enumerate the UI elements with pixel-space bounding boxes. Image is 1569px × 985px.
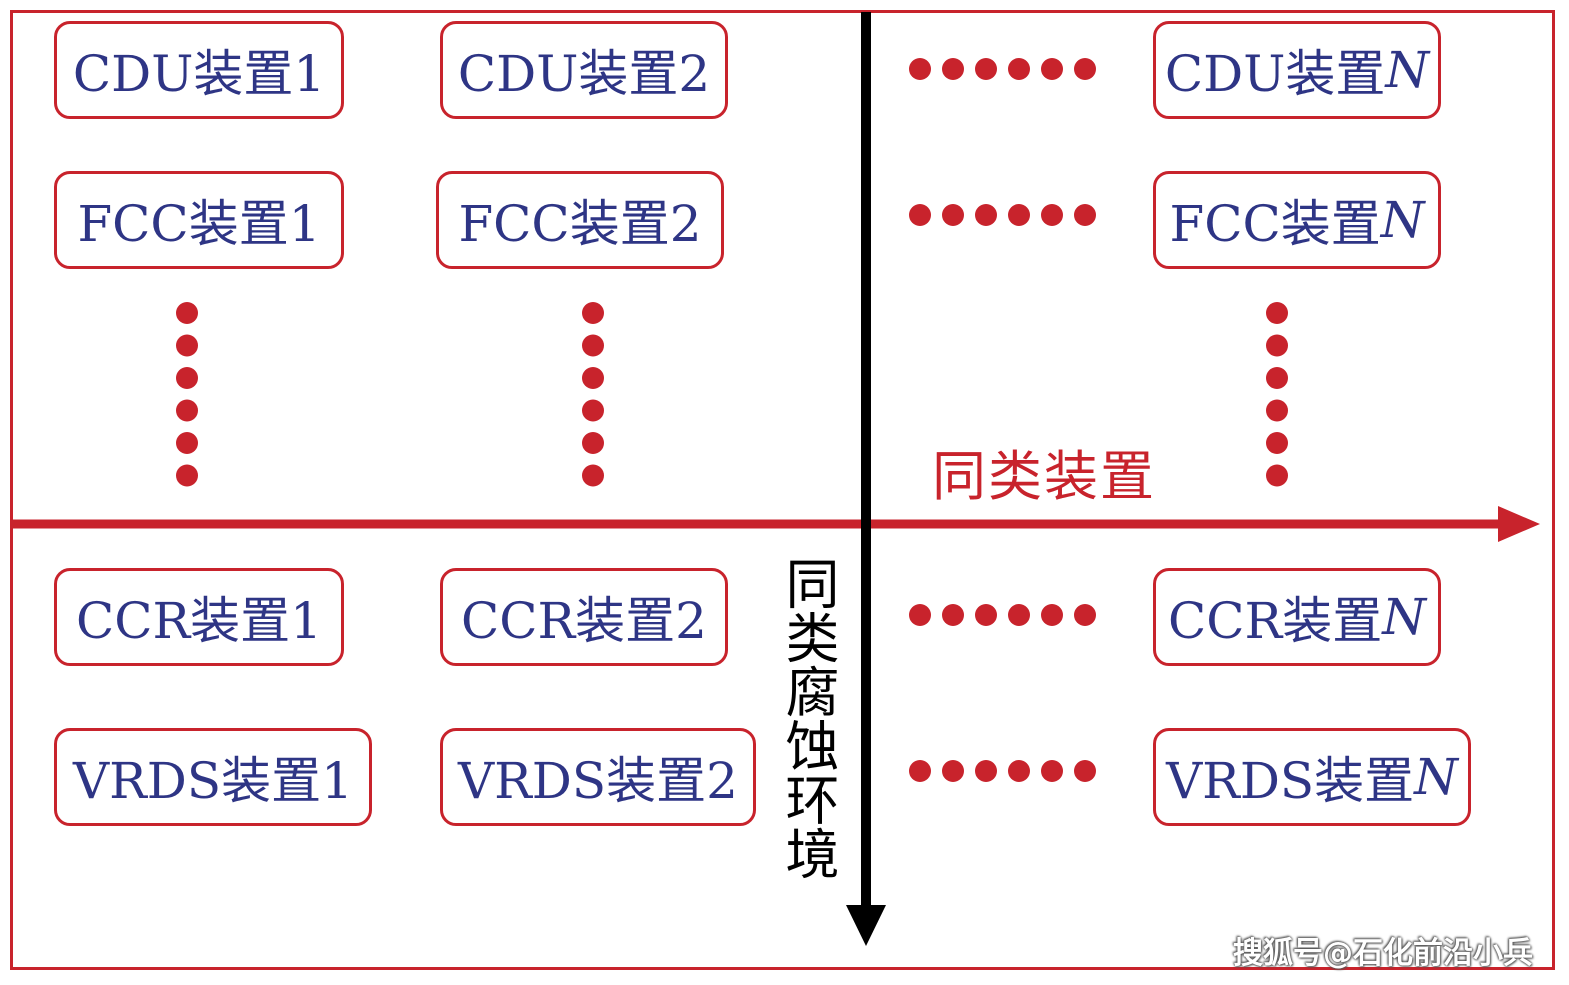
- ellipsis-dot-horizontal: [1074, 604, 1096, 626]
- ellipsis-dot-horizontal: [942, 204, 964, 226]
- unit-label: VRDS装置1: [73, 752, 353, 810]
- ellipsis-dot-vertical: [582, 334, 604, 357]
- ellipsis-dot-horizontal: [975, 760, 997, 782]
- ellipsis-dot-vertical: [582, 302, 604, 324]
- unit-index-variable: N: [1414, 748, 1458, 806]
- outer-frame: [10, 10, 1555, 970]
- ellipsis-dot-horizontal: [975, 604, 997, 626]
- unit-box-vrds-2: VRDS装置2: [440, 728, 756, 826]
- ellipsis-dot-horizontal: [1074, 58, 1096, 80]
- unit-label: CCR装置2: [461, 592, 707, 650]
- ellipsis-dot-horizontal: [1008, 604, 1030, 626]
- ellipsis-dot-vertical: [582, 464, 604, 487]
- unit-label: FCC装置: [1169, 195, 1381, 253]
- ellipsis-dot-vertical: [1266, 464, 1288, 487]
- ellipsis-dot-vertical: [582, 367, 604, 389]
- ellipsis-dot-vertical: [582, 432, 604, 454]
- ellipsis-dot-horizontal: [1041, 604, 1063, 626]
- unit-label: CCR装置1: [76, 592, 322, 650]
- unit-box-ccr-2: CCR装置2: [440, 568, 728, 666]
- unit-label: VRDS装置: [1166, 752, 1415, 810]
- ellipsis-dot-horizontal: [975, 204, 997, 226]
- ellipsis-dot-horizontal: [909, 760, 931, 782]
- ellipsis-dot-horizontal: [1008, 760, 1030, 782]
- ellipsis-dot-horizontal: [909, 204, 931, 226]
- horizontal-axis-arrowhead: [1498, 506, 1540, 542]
- ellipsis-dot-horizontal: [1041, 204, 1063, 226]
- ellipsis-dot-vertical: [1266, 399, 1288, 422]
- ellipsis-dot-vertical: [176, 302, 198, 324]
- unit-index-variable: N: [1380, 191, 1425, 249]
- ellipsis-dot-horizontal: [942, 604, 964, 626]
- ellipsis-dot-horizontal: [942, 760, 964, 782]
- ellipsis-dot-vertical: [582, 399, 604, 422]
- unit-label: CDU装置1: [72, 45, 326, 103]
- unit-label: CCR装置: [1168, 592, 1383, 650]
- ellipsis-dot-vertical: [1266, 432, 1288, 454]
- unit-label: FCC装置1: [77, 195, 321, 253]
- ellipsis-dot-horizontal: [942, 58, 964, 80]
- unit-box-cdu-2: CDU装置2: [440, 21, 728, 119]
- vertical-axis-arrowhead: [846, 905, 886, 946]
- ellipsis-dot-horizontal: [909, 604, 931, 626]
- ellipsis-dot-vertical: [176, 367, 198, 389]
- unit-box-vrds-1: VRDS装置1: [54, 728, 372, 826]
- ellipsis-dot-vertical: [1266, 302, 1288, 324]
- ellipsis-dot-vertical: [1266, 334, 1288, 357]
- unit-box-ccr-1: CCR装置1: [54, 568, 344, 666]
- unit-label: VRDS装置2: [458, 752, 738, 810]
- vertical-axis-label: 同类腐蚀环境: [776, 556, 839, 880]
- unit-box-fcc-1: FCC装置1: [54, 171, 344, 269]
- ellipsis-dot-horizontal: [1074, 760, 1096, 782]
- unit-label: FCC装置2: [458, 195, 702, 253]
- ellipsis-dot-horizontal: [909, 58, 931, 80]
- ellipsis-dot-horizontal: [975, 58, 997, 80]
- ellipsis-dot-vertical: [176, 334, 198, 357]
- ellipsis-dot-vertical: [176, 432, 198, 454]
- ellipsis-dot-horizontal: [1008, 204, 1030, 226]
- unit-index-variable: N: [1385, 41, 1430, 99]
- unit-box-fcc-2: FCC装置2: [436, 171, 724, 269]
- ellipsis-dot-vertical: [176, 464, 198, 487]
- ellipsis-dots: [176, 58, 1288, 782]
- ellipsis-dot-horizontal: [1008, 58, 1030, 80]
- ellipsis-dot-vertical: [1266, 367, 1288, 389]
- ellipsis-dot-vertical: [176, 399, 198, 422]
- unit-box-cdu-1: CDU装置1: [54, 21, 344, 119]
- unit-index-variable: N: [1382, 588, 1426, 646]
- watermark: 搜狐号@石化前沿小兵: [1233, 936, 1533, 971]
- ellipsis-dot-horizontal: [1041, 58, 1063, 80]
- ellipsis-dot-horizontal: [1041, 760, 1063, 782]
- horizontal-axis-label: 同类装置: [932, 445, 1156, 508]
- ellipsis-dot-horizontal: [1074, 204, 1096, 226]
- unit-label: CDU装置2: [457, 45, 711, 103]
- unit-label: CDU装置: [1164, 45, 1386, 103]
